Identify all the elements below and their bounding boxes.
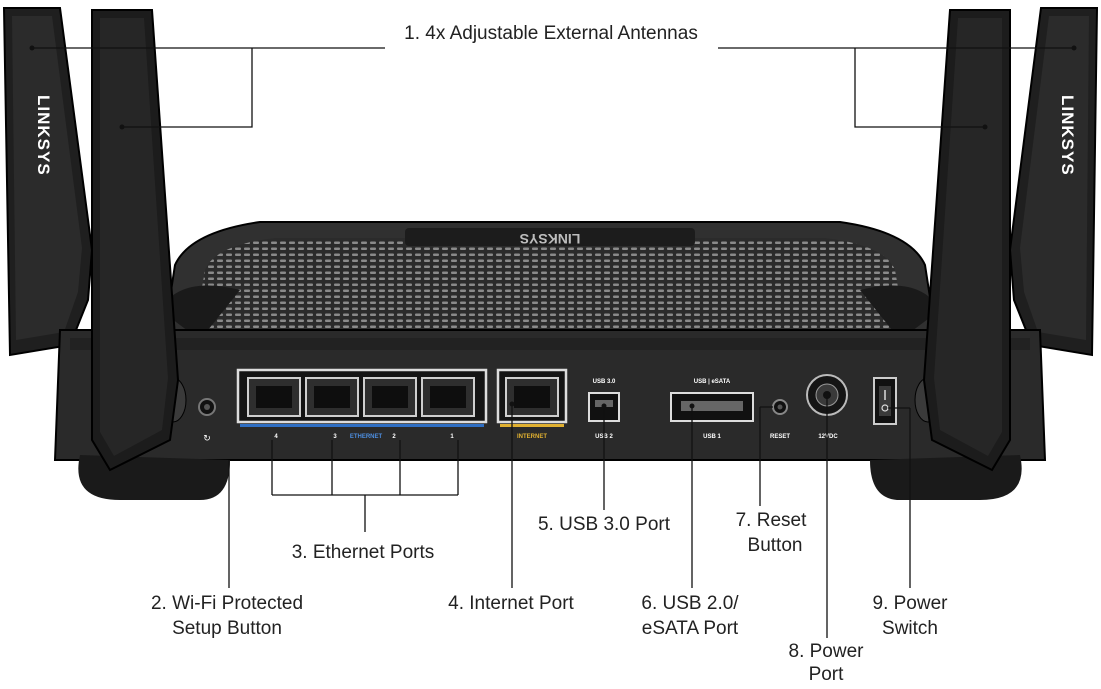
ethernet-port-3[interactable]: [305, 377, 359, 417]
callout-power-port-line2: Port: [809, 664, 845, 684]
internet-port[interactable]: [496, 368, 568, 427]
ethernet-port-4[interactable]: [247, 377, 301, 417]
callout-wps-line1: 2. Wi-Fi Protected: [151, 593, 303, 614]
leader-lines: [29, 45, 1077, 638]
wps-icon: ↻: [203, 433, 211, 443]
antenna-outer-left: LINKSYS: [2, 7, 94, 357]
callout-usb3: 5. USB 3.0 Port: [538, 514, 671, 535]
callout-ethernet: 3. Ethernet Ports: [292, 542, 435, 563]
callout-reset-line1: 7. Reset: [736, 510, 807, 531]
ethernet-port-3-label: 3: [333, 434, 337, 440]
ethernet-color-bar: [240, 424, 484, 427]
ethernet-group-label: ETHERNET: [350, 434, 383, 440]
esata-top-label: USB | eSATA: [694, 379, 731, 385]
ethernet-port-2[interactable]: [363, 377, 417, 417]
callout-internet: 4. Internet Port: [448, 593, 574, 614]
callout-power-switch-line1: 9. Power: [873, 593, 949, 614]
callout-antennas: 1. 4x Adjustable External Antennas: [404, 23, 698, 44]
antenna-inner-right: [922, 9, 1011, 472]
esata-bottom-label: USB 1: [703, 434, 721, 440]
reset-label: RESET: [770, 434, 790, 440]
callout-labels: 1. 4x Adjustable External Antennas 2. Wi…: [151, 23, 949, 685]
callout-usb2-line1: 6. USB 2.0/: [641, 593, 739, 614]
ethernet-port-1[interactable]: [421, 377, 475, 417]
callout-reset-line2: Button: [748, 535, 803, 556]
power-port-label: 12VDC: [818, 434, 838, 440]
ethernet-port-4-label: 4: [274, 434, 278, 440]
callout-power-switch-line2: Switch: [882, 618, 938, 639]
power-switch[interactable]: [873, 377, 897, 425]
ethernet-port-2-label: 2: [392, 434, 396, 440]
lid-logo: LINKSYS: [520, 231, 581, 247]
reset-button[interactable]: [772, 399, 788, 415]
usb-esata-port[interactable]: [670, 392, 754, 422]
internet-port-label: INTERNET: [517, 434, 547, 440]
antenna-outer-right: LINKSYS: [1008, 7, 1099, 357]
usb3-top-label: USB 3.0: [593, 379, 616, 385]
callout-usb2-line2: eSATA Port: [642, 618, 739, 639]
callout-wps-line2: Setup Button: [172, 618, 282, 639]
callout-power-port-line1: 8. Power: [789, 641, 865, 662]
router-body: LINKSYS: [53, 221, 1047, 500]
antenna-brand-left: LINKSYS: [34, 95, 53, 176]
antenna-brand-right: LINKSYS: [1058, 95, 1077, 176]
antenna-inner-left: [91, 9, 180, 472]
ethernet-port-1-label: 1: [450, 434, 454, 440]
ethernet-port-block: 4 3 ETHERNET 2 1: [236, 368, 488, 440]
wps-button[interactable]: [198, 398, 216, 416]
